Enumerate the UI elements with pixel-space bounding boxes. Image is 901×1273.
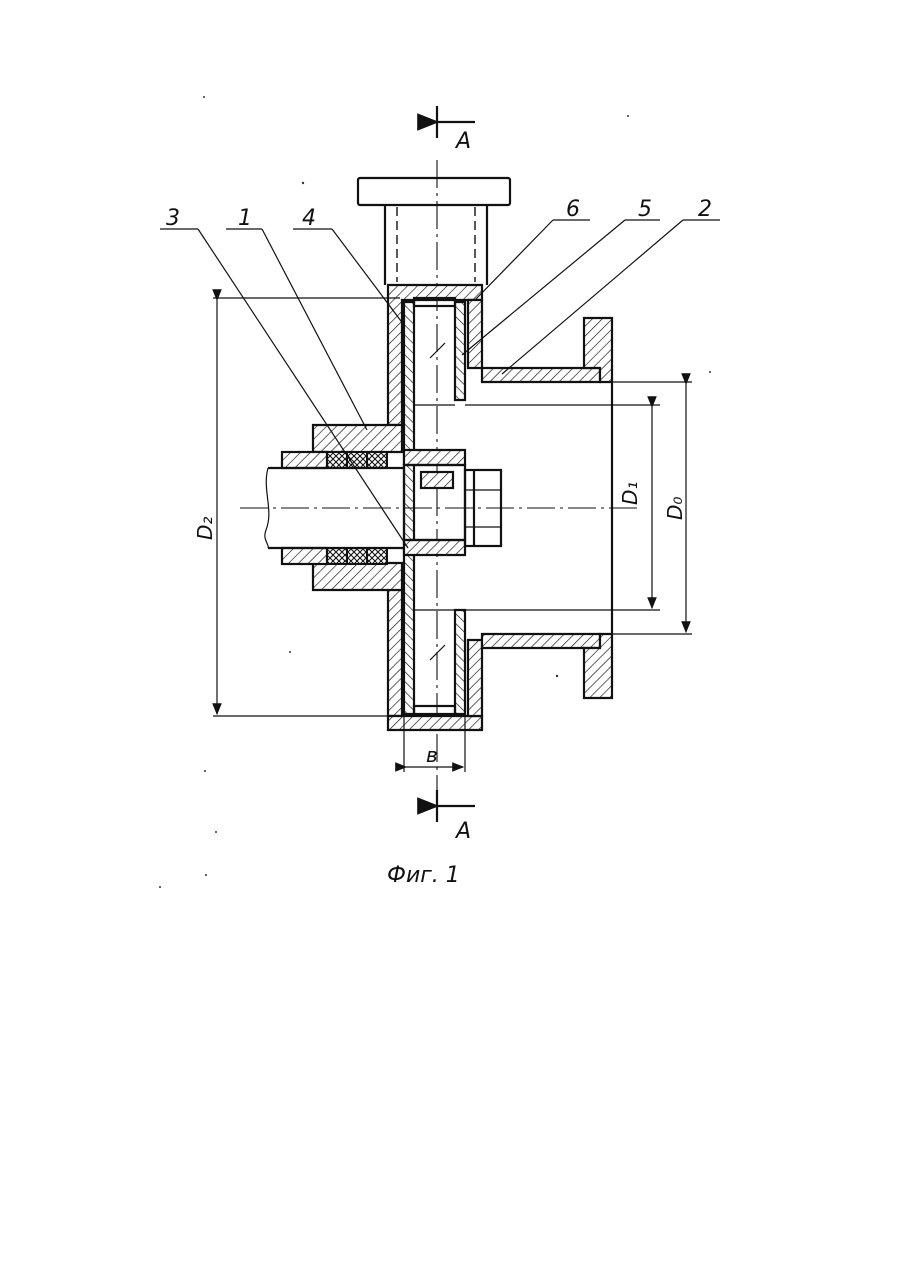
callout-2-label: 2	[698, 197, 712, 222]
outlet-pipe	[358, 178, 510, 285]
d0-label: D₀	[663, 497, 687, 520]
callout-5-label: 5	[638, 197, 652, 222]
callout-5: 5	[462, 197, 660, 355]
callout-4-label: 4	[302, 206, 316, 231]
d2-label: D₂	[193, 517, 217, 540]
callout-6: 6	[475, 197, 590, 300]
callout-3-label: 3	[166, 206, 180, 231]
figure-caption: Фиг. 1	[387, 863, 460, 888]
section-label-bottom: A	[454, 819, 471, 844]
callout-3: 3	[160, 206, 408, 548]
callout-1-label: 1	[238, 206, 252, 231]
callout-1: 1	[226, 206, 367, 430]
d1-label: D₁	[618, 482, 642, 505]
section-mark-bottom: A	[437, 790, 475, 844]
b-label: в	[426, 743, 438, 767]
impeller	[404, 298, 465, 714]
callout-6-label: 6	[566, 197, 580, 222]
section-mark-top: A	[437, 106, 475, 154]
section-label-top: A	[454, 129, 471, 154]
dimension-d2: D₂	[193, 298, 400, 716]
